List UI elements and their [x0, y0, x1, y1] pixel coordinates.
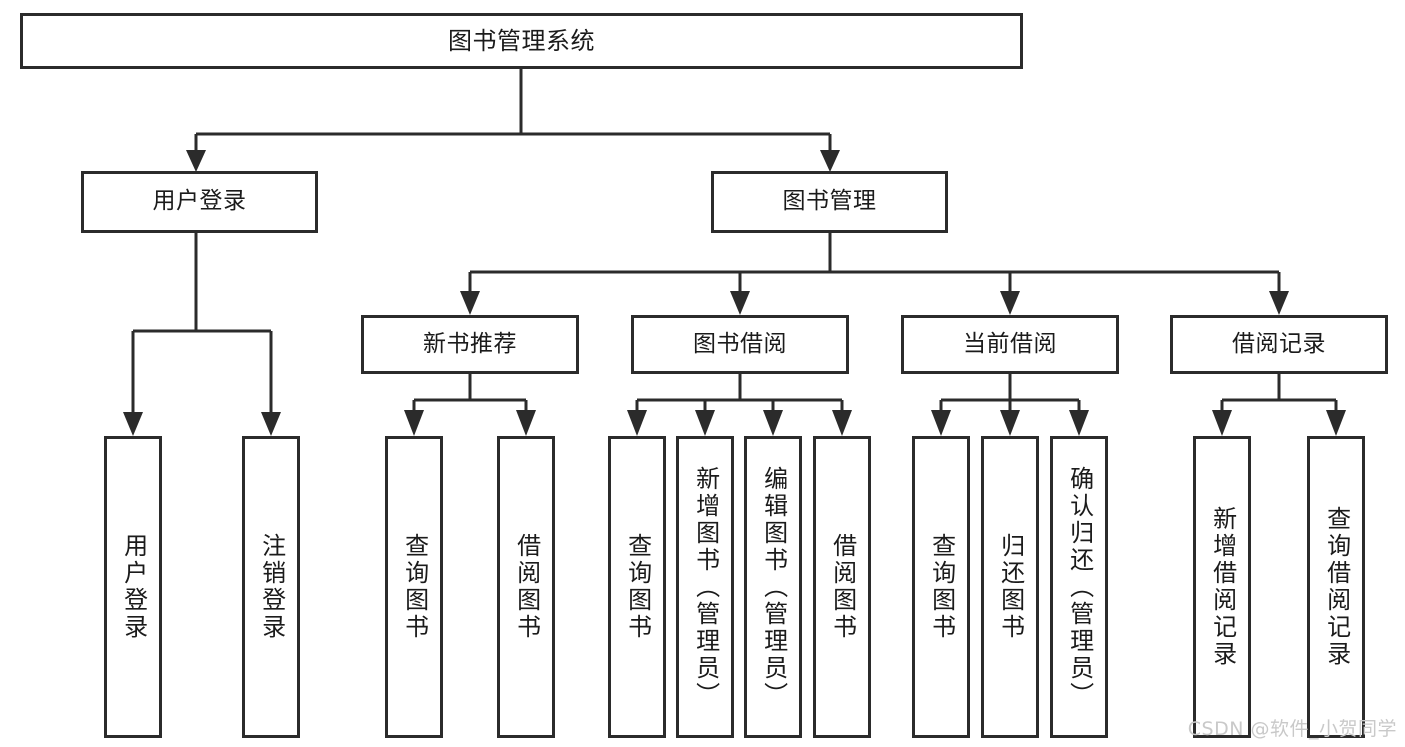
- node-leaf-add-borrow-record[interactable]: 新增借阅记录: [1193, 436, 1251, 738]
- arrow-head-book-borrow-l1: [627, 410, 647, 436]
- node-leaf-logout[interactable]: 注销登录: [242, 436, 300, 738]
- arrow-head-book-borrow-l4: [832, 410, 852, 436]
- node-borrow-record-label: 借阅记录: [1232, 330, 1326, 357]
- node-borrow-record[interactable]: 借阅记录: [1170, 315, 1388, 374]
- arrow-head-new-book-l2: [516, 410, 536, 436]
- arrow-head-new-book-l1: [404, 410, 424, 436]
- arrow-head-book-mgmt: [820, 150, 840, 172]
- node-root-system[interactable]: 图书管理系统: [20, 13, 1023, 69]
- arrow-head-current-borrow-l2: [1000, 410, 1020, 436]
- node-current-borrow[interactable]: 当前借阅: [901, 315, 1119, 374]
- node-leaf-add-book-admin-label: 新增图书（管理员）: [691, 465, 720, 709]
- node-leaf-query-book-recommend[interactable]: 查询图书: [385, 436, 443, 738]
- arrow-head-user-login: [186, 150, 206, 172]
- arrow-head-current-borrow-l3: [1069, 410, 1089, 436]
- node-leaf-return-book[interactable]: 归还图书: [981, 436, 1039, 738]
- arrow-head-current-borrow: [1000, 291, 1020, 315]
- node-leaf-borrow-book[interactable]: 借阅图书: [813, 436, 871, 738]
- node-leaf-query-book-current-label: 查询图书: [927, 533, 956, 641]
- node-book-management-label: 图书管理: [782, 188, 877, 215]
- arrow-head-borrow-record: [1269, 291, 1289, 315]
- node-leaf-query-book-borrow-label: 查询图书: [623, 533, 652, 641]
- node-leaf-borrow-book-label: 借阅图书: [828, 533, 857, 641]
- arrow-head-user-login-leaf1: [123, 412, 143, 436]
- node-leaf-add-book-admin[interactable]: 新增图书（管理员）: [676, 436, 734, 738]
- node-leaf-edit-book-admin-label: 编辑图书（管理员）: [759, 465, 788, 709]
- node-book-management[interactable]: 图书管理: [711, 171, 948, 233]
- arrow-head-book-borrow-l3: [763, 410, 783, 436]
- node-leaf-user-login[interactable]: 用户登录: [104, 436, 162, 738]
- node-leaf-add-borrow-record-label: 新增借阅记录: [1208, 506, 1237, 668]
- node-leaf-query-borrow-record-label: 查询借阅记录: [1322, 506, 1351, 668]
- arrow-head-user-login-leaf2: [261, 412, 281, 436]
- arrow-head-book-borrow: [730, 291, 750, 315]
- node-leaf-borrow-book-recommend-label: 借阅图书: [512, 533, 541, 641]
- node-leaf-logout-label: 注销登录: [257, 533, 286, 641]
- node-leaf-confirm-return-admin[interactable]: 确认归还（管理员）: [1050, 436, 1108, 738]
- arrow-head-borrow-record-l1: [1212, 410, 1232, 436]
- node-leaf-query-book-current[interactable]: 查询图书: [912, 436, 970, 738]
- arrow-head-borrow-record-l2: [1326, 410, 1346, 436]
- node-leaf-borrow-book-recommend[interactable]: 借阅图书: [497, 436, 555, 738]
- node-user-login[interactable]: 用户登录: [81, 171, 318, 233]
- node-leaf-edit-book-admin[interactable]: 编辑图书（管理员）: [744, 436, 802, 738]
- node-book-borrow[interactable]: 图书借阅: [631, 315, 849, 374]
- node-leaf-confirm-return-admin-label: 确认归还（管理员）: [1065, 465, 1094, 709]
- node-user-login-label: 用户登录: [152, 188, 247, 215]
- node-leaf-return-book-label: 归还图书: [996, 533, 1025, 641]
- node-book-borrow-label: 图书借阅: [693, 330, 787, 357]
- node-leaf-query-borrow-record[interactable]: 查询借阅记录: [1307, 436, 1365, 738]
- node-leaf-query-book-recommend-label: 查询图书: [400, 533, 429, 641]
- arrow-head-current-borrow-l1: [931, 410, 951, 436]
- node-leaf-query-book-borrow[interactable]: 查询图书: [608, 436, 666, 738]
- node-leaf-user-login-label: 用户登录: [119, 533, 148, 641]
- node-new-book-recommend[interactable]: 新书推荐: [361, 315, 579, 374]
- node-root-system-label: 图书管理系统: [448, 26, 595, 55]
- node-current-borrow-label: 当前借阅: [963, 330, 1057, 357]
- arrow-head-book-borrow-l2: [695, 410, 715, 436]
- arrow-head-new-book: [460, 291, 480, 315]
- node-new-book-recommend-label: 新书推荐: [423, 330, 517, 357]
